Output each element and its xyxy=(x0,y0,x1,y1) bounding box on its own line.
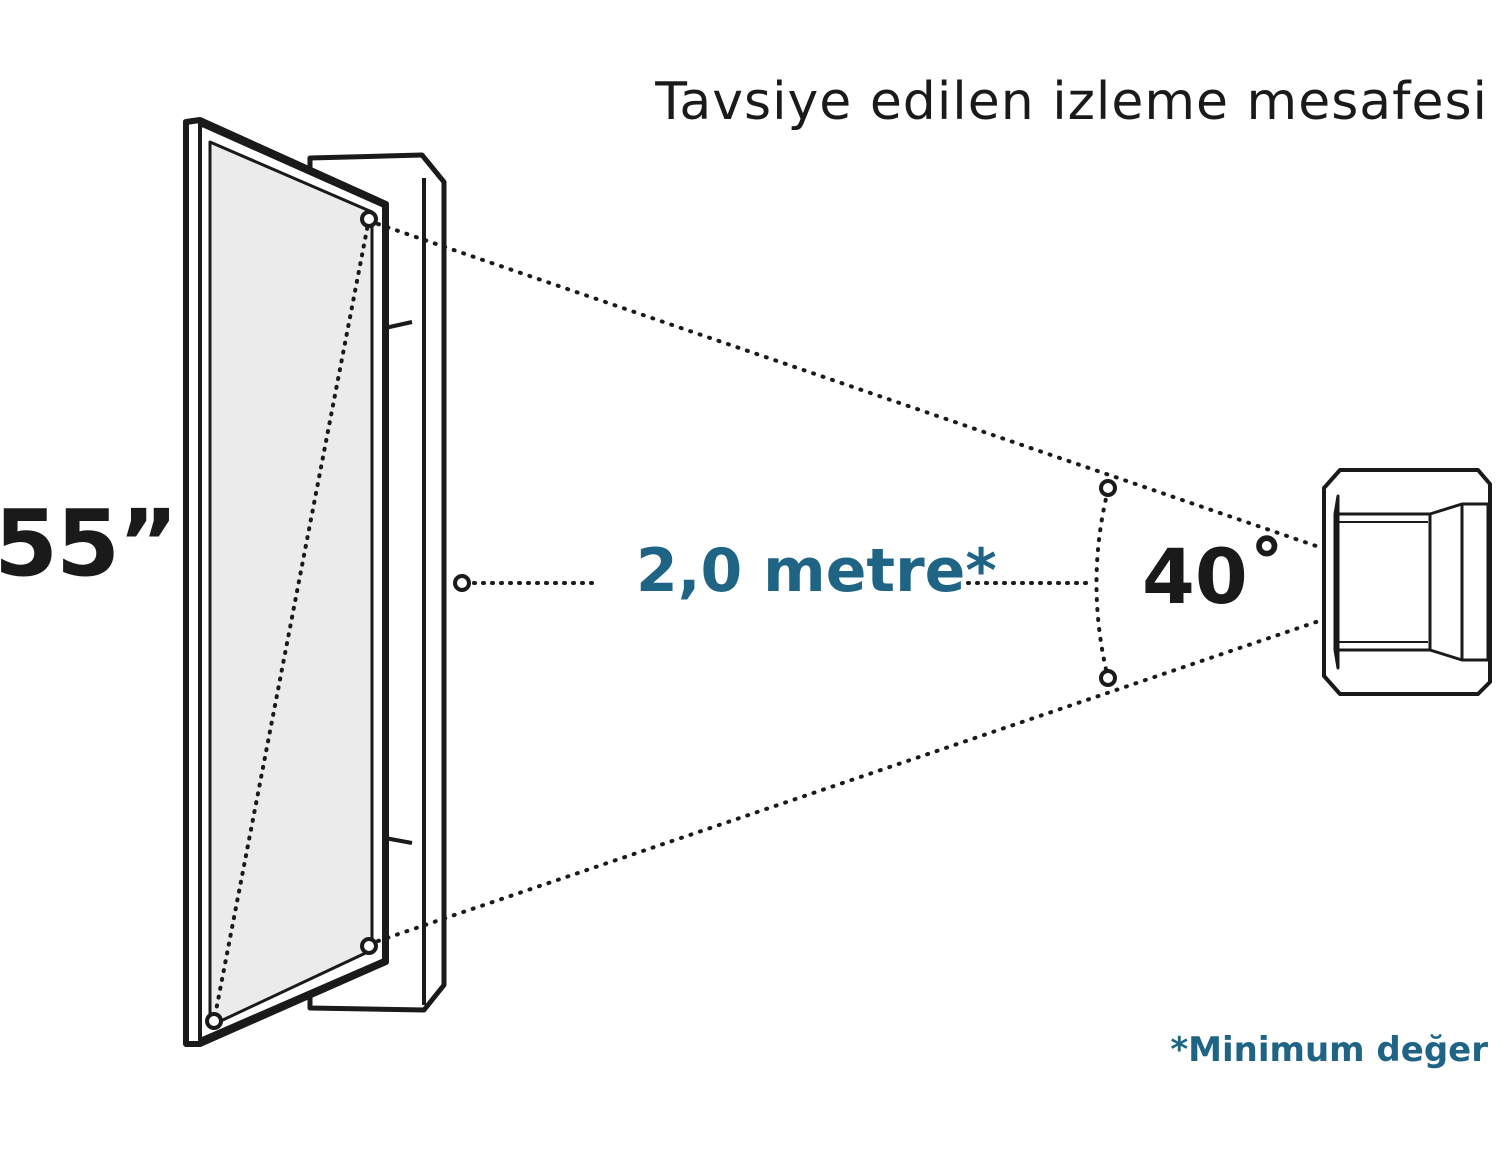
screen-size-label: 55” xyxy=(0,490,178,597)
screen-diagonal xyxy=(212,217,371,1023)
footnote: *Minimum değer xyxy=(1170,1030,1488,1070)
distance-label: 2,0 metre* xyxy=(636,536,997,606)
diagram-title: Tavsiye edilen izleme mesafesi xyxy=(655,72,1488,132)
viewing-cone-lines xyxy=(376,222,1324,943)
tv-screen xyxy=(183,117,389,1047)
angle-label: 40˚ xyxy=(1142,532,1286,621)
armchair-icon xyxy=(1322,468,1492,696)
angle-arc xyxy=(1094,479,1117,687)
distance-line xyxy=(453,574,1092,592)
